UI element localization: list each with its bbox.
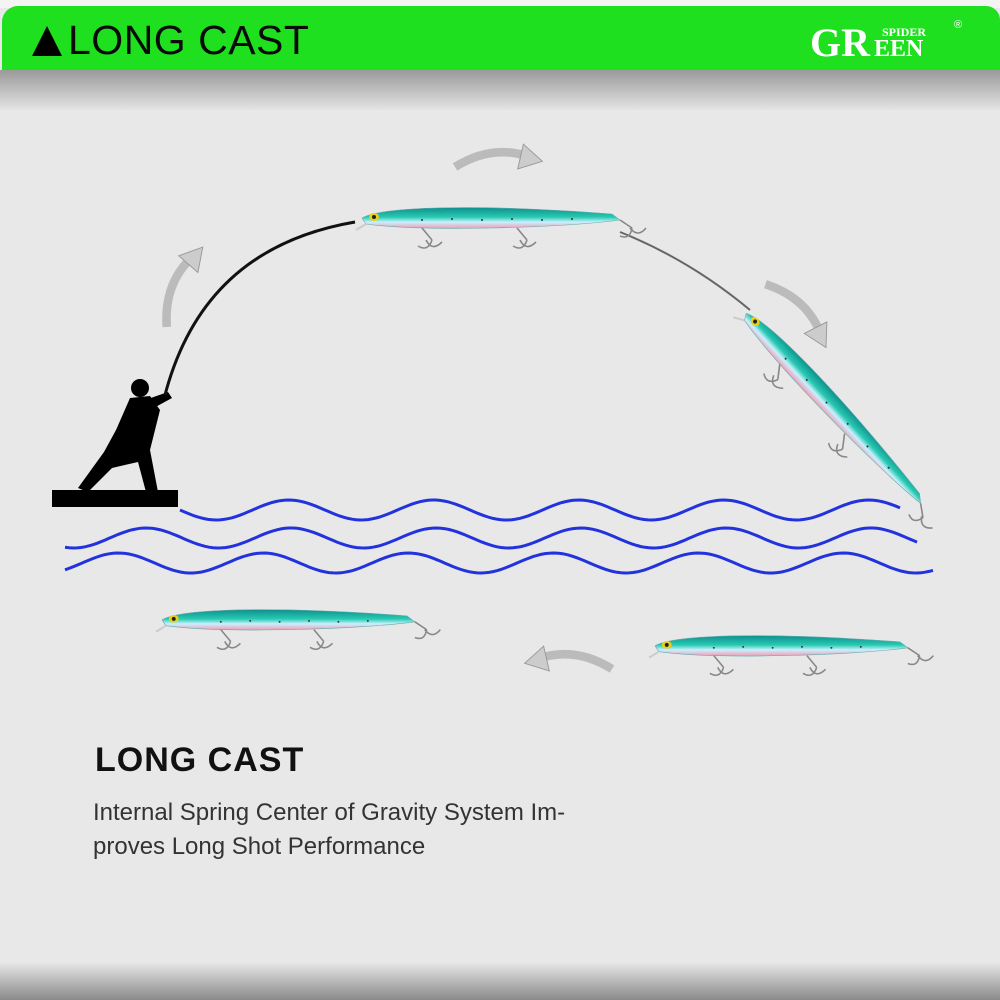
header-shadow: [0, 70, 1000, 110]
fishing-line: [619, 231, 751, 311]
section-heading: LONG CAST: [95, 741, 305, 779]
wave-line: [64, 526, 918, 550]
arrow-left-icon: [525, 646, 612, 671]
lure-diving: [719, 300, 949, 543]
svg-text:®: ®: [954, 19, 962, 31]
angler-silhouette: [78, 379, 172, 492]
header-title: LONG CAST: [32, 17, 309, 64]
description-line: Internal Spring Center of Gravity System…: [93, 799, 566, 826]
lure-top: [355, 206, 647, 249]
water-waves: [64, 498, 934, 575]
platform: [52, 490, 178, 507]
arrow-right-icon: [455, 144, 542, 169]
svg-text:EEN: EEN: [874, 36, 924, 62]
wave-line: [64, 551, 934, 575]
header-bar: [2, 6, 1000, 70]
wave-line: [179, 498, 901, 522]
brand-logo: GR EEN SPIDER ®: [810, 19, 962, 62]
bottom-shadow: [0, 962, 1000, 1000]
header-title-text: LONG CAST: [68, 17, 310, 63]
svg-text:GR: GR: [810, 20, 871, 62]
top-strip: [0, 0, 1000, 8]
section-description: Internal Spring Center of Gravity System…: [93, 796, 565, 864]
triangle-up-icon: [32, 25, 62, 56]
lure-bottom-left: [155, 608, 442, 651]
lure-bottom-right: [648, 634, 935, 677]
fishing-rod: [163, 220, 356, 396]
svg-text:SPIDER: SPIDER: [882, 25, 926, 39]
description-line: proves Long Shot Performance: [93, 833, 426, 860]
